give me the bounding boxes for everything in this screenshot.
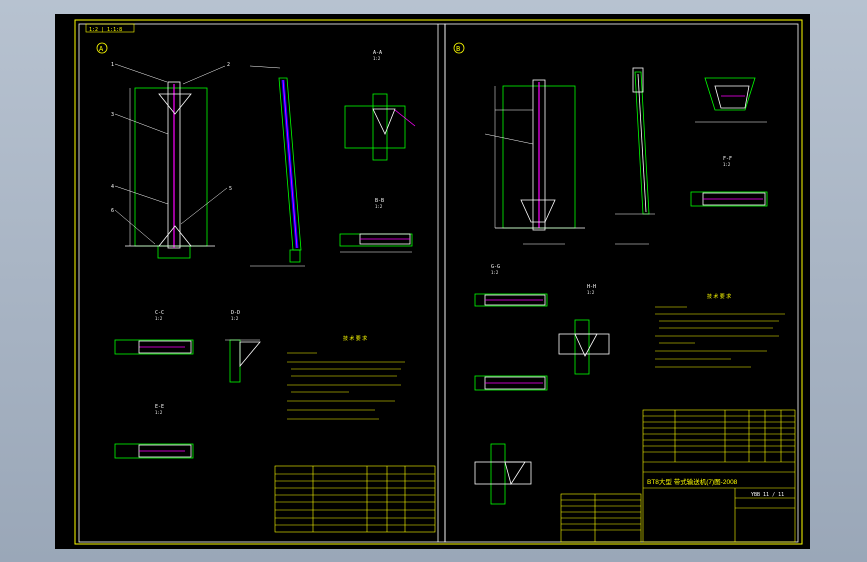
notes-lines-right xyxy=(655,306,785,368)
view-marker-b xyxy=(453,42,465,54)
sheet-label-box xyxy=(85,23,135,33)
part-number-6: 6 xyxy=(111,208,114,214)
left-detail-a xyxy=(344,93,416,161)
left-sheet-frame xyxy=(78,23,446,543)
right-main-column xyxy=(484,79,585,245)
sheet-label: 1:2 | 1:1:8 xyxy=(89,27,122,33)
section-label-ee: E-E xyxy=(155,404,164,410)
right-detail-h xyxy=(474,293,548,307)
section-label-hh: H-H xyxy=(587,284,596,290)
notes-title-left: 技 术 要 求 xyxy=(343,335,367,342)
scale-label-ee: 1:2 xyxy=(155,410,163,415)
right-side-view xyxy=(615,67,655,245)
left-detail-d xyxy=(225,339,261,383)
right-sheet-frame xyxy=(444,23,799,543)
left-title-block xyxy=(274,465,436,533)
part-number-2: 2 xyxy=(227,62,230,68)
title-block-code: YBB 11 / 11 xyxy=(751,492,784,498)
part-number-4: 4 xyxy=(111,184,114,190)
right-detail-j xyxy=(474,375,548,391)
left-detail-e xyxy=(114,443,194,459)
view-marker-b-label: B xyxy=(456,45,460,53)
scale-label-dd: 1:2 xyxy=(231,316,239,321)
notes-lines-left xyxy=(287,352,405,420)
section-label-dd: D-D xyxy=(231,310,240,316)
right-detail-i xyxy=(558,319,610,375)
scale-label-aa: 1:2 xyxy=(373,56,381,61)
right-title-block xyxy=(642,409,796,543)
right-detail-g xyxy=(690,191,768,207)
cad-drawing-viewport[interactable]: 1:2 | 1:1:8 A B 1 2 3 4 5 6 xyxy=(55,14,810,549)
left-detail-b xyxy=(339,233,413,253)
sheet-border xyxy=(74,19,803,545)
section-label-ff: F-F xyxy=(723,156,732,162)
section-label-gg: G-G xyxy=(491,264,500,270)
section-label-aa: A-A xyxy=(373,50,382,56)
title-block-main: BT8大型 带式输送机(7)图-2008 xyxy=(647,477,738,486)
part-number-5: 5 xyxy=(229,186,232,192)
cad-drawing: 1:2 | 1:1:8 A B 1 2 3 4 5 6 xyxy=(74,19,803,545)
scale-label-bb: 1:2 xyxy=(375,204,383,209)
part-number-3: 3 xyxy=(111,112,114,118)
notes-title-right: 技 术 要 求 xyxy=(707,293,731,300)
right-detail-f xyxy=(695,77,767,123)
revision-block xyxy=(560,493,642,543)
scale-label-cc: 1:2 xyxy=(155,316,163,321)
scale-label-hh: 1:2 xyxy=(587,290,595,295)
section-label-cc: C-C xyxy=(155,310,164,316)
left-main-column xyxy=(114,63,228,259)
section-label-bb: B-B xyxy=(375,198,384,204)
left-side-view xyxy=(249,65,305,267)
view-marker-a xyxy=(96,42,108,54)
right-detail-k xyxy=(474,443,532,505)
view-marker-a-label: A xyxy=(99,45,104,53)
left-detail-c xyxy=(114,339,194,355)
part-number-1: 1 xyxy=(111,62,114,68)
scale-label-ff: 1:2 xyxy=(723,162,731,167)
scale-label-gg: 1:2 xyxy=(491,270,499,275)
